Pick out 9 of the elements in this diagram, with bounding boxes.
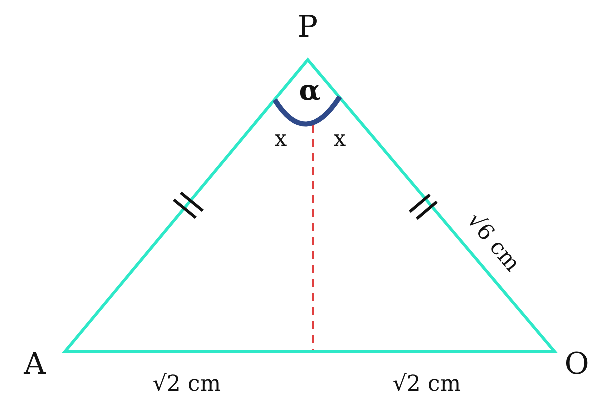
side-length-label: √6 cm: [462, 210, 524, 276]
angle-label: α: [299, 77, 321, 105]
angle-label: x: [274, 129, 288, 151]
vertex-label: A: [24, 350, 46, 380]
angle-label: x: [334, 129, 346, 151]
vertex-label: O: [564, 350, 590, 380]
vertex-label: P: [298, 13, 318, 43]
side-length-label: √2 cm: [392, 374, 462, 396]
side-length-label: √2 cm: [152, 374, 222, 396]
